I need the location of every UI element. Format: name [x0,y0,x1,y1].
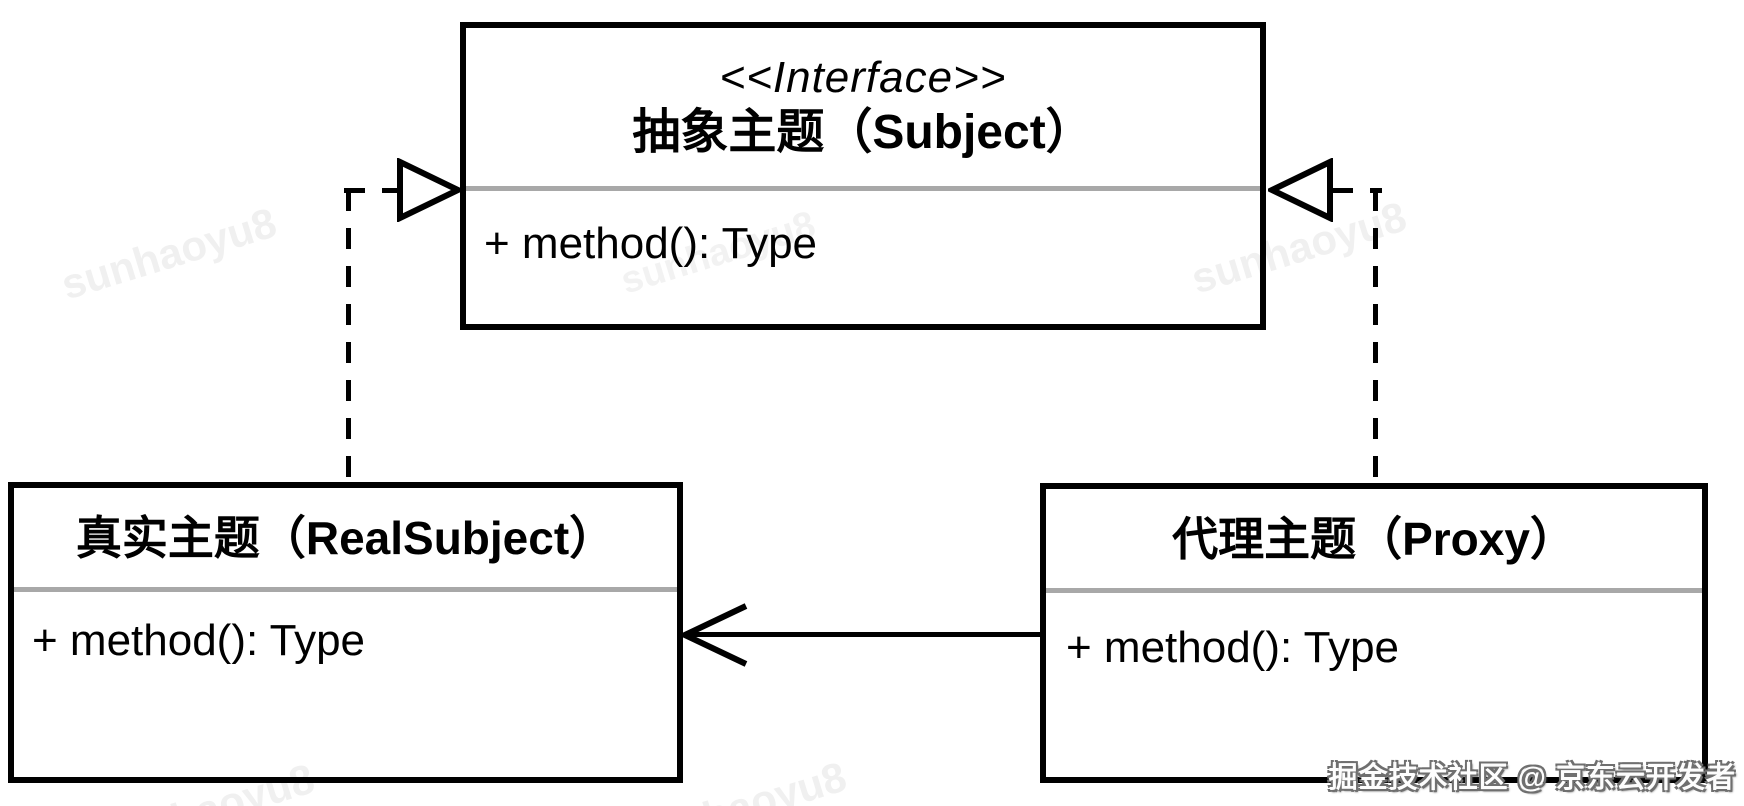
hollow-triangle-icon [397,158,462,222]
realization-connector-right-vertical [1373,190,1378,483]
compartment-divider [466,186,1260,191]
class-title: 代理主题（Proxy） [1172,512,1576,565]
class-title: 抽象主题（Subject） [632,106,1094,159]
class-header: 代理主题（Proxy） [1046,489,1702,588]
association-line [684,632,1041,637]
class-header: <<Interface>> 抽象主题（Subject） [466,28,1260,186]
class-methods-compartment: + method(): Type [1046,593,1702,777]
class-box-subject: <<Interface>> 抽象主题（Subject） + method(): … [460,22,1266,330]
method-label: + method(): Type [1066,623,1400,672]
class-header: 真实主题（RealSubject） [14,488,677,587]
compartment-divider [14,587,677,592]
realization-connector-left-vertical [346,190,351,482]
class-methods-compartment: + method(): Type [466,191,1260,324]
class-methods-compartment: + method(): Type [14,592,677,777]
watermark-text: sunhaoyu8 [55,198,282,309]
method-label: + method(): Type [484,219,818,268]
open-arrow-icon [680,603,748,667]
class-box-realsubject: 真实主题（RealSubject） + method(): Type [8,482,683,783]
class-title: 真实主题（RealSubject） [75,511,616,564]
realization-connector-right-horizontal [1332,188,1382,193]
realization-connector-left-horizontal [344,188,398,193]
attribution-text: 掘金技术社区 @ 京东云开发者 [1328,762,1736,794]
hollow-triangle-icon [1268,158,1333,222]
compartment-divider [1046,588,1702,593]
interface-stereotype-label: <<Interface>> [719,53,1007,102]
class-box-proxy: 代理主题（Proxy） + method(): Type [1040,483,1708,783]
method-label: + method(): Type [32,616,366,665]
